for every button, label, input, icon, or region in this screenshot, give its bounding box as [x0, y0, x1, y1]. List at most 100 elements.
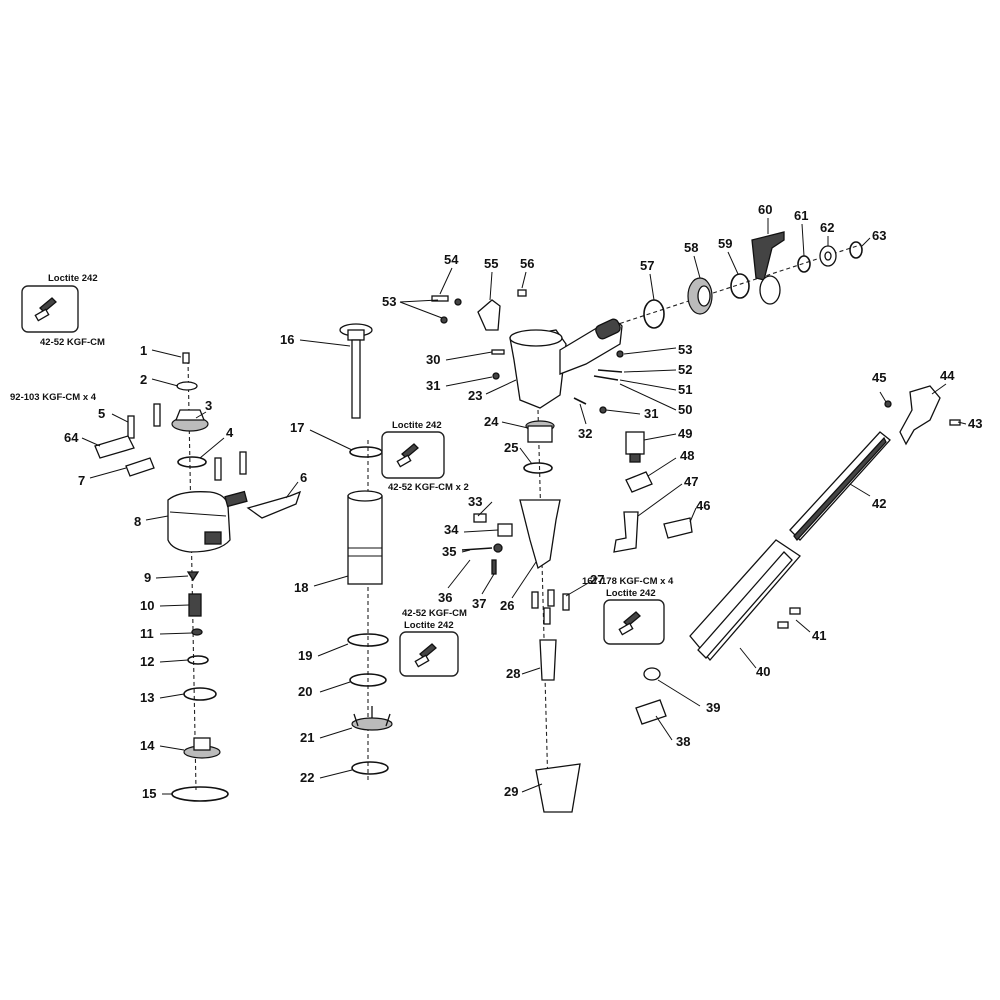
leader-lines — [81, 218, 967, 795]
callout-29: 29 — [504, 784, 518, 799]
callout-3: 3 — [205, 398, 212, 413]
part-59-ring — [730, 273, 750, 299]
callout-30: 30 — [426, 352, 440, 367]
part-21-bumper — [351, 706, 393, 731]
callout-28: 28 — [506, 666, 520, 681]
callout-31a: 31 — [426, 378, 440, 393]
part-29-nose-guard — [535, 763, 581, 813]
callout-18: 18 — [294, 580, 308, 595]
callout-33: 33 — [468, 494, 482, 509]
callout-20: 20 — [298, 684, 312, 699]
loctite-label-right: Loctite 242 — [606, 588, 656, 599]
part-40-magazine — [689, 539, 801, 662]
screw-icon — [396, 454, 412, 468]
callout-62: 62 — [820, 220, 834, 235]
part-33-clip — [473, 513, 487, 523]
callout-37: 37 — [472, 596, 486, 611]
part-54-pin — [431, 295, 449, 302]
callout-19: 19 — [298, 648, 312, 663]
loctite-box-left: Loctite 242 — [21, 273, 98, 333]
callout-42: 42 — [872, 496, 886, 511]
part-25-o-ring — [523, 462, 553, 474]
callout-25: 25 — [504, 440, 518, 455]
part-15-gasket — [171, 786, 229, 802]
callout-60: 60 — [758, 202, 772, 217]
part-30-pin — [491, 349, 505, 355]
part-14-piston-stop — [183, 737, 221, 759]
part-8-cylinder-cap — [167, 491, 231, 553]
callout-45: 45 — [872, 370, 886, 385]
part-22-o-ring — [351, 761, 389, 775]
callout-8: 8 — [134, 514, 141, 529]
part-58-end-cap — [687, 277, 713, 315]
part-1-screw — [182, 352, 190, 364]
part-31-balls — [492, 372, 607, 414]
callout-numbers: 1 2 3 4 5 6 7 8 9 10 11 12 13 14 15 16 1… — [64, 202, 982, 801]
callout-31b: 31 — [644, 406, 658, 421]
torque-note-mid: 42-52 KGF-CM x 2 — [388, 482, 469, 493]
callout-49: 49 — [678, 426, 692, 441]
part-19-o-ring — [347, 633, 389, 647]
callout-14: 14 — [140, 738, 155, 753]
loctite-box-lower: Loctite 242 — [399, 620, 459, 677]
callout-2: 2 — [140, 372, 147, 387]
screw-icon — [34, 308, 50, 322]
part-56-pin — [517, 289, 527, 297]
callout-56: 56 — [520, 256, 534, 271]
part-5-cap-screws — [127, 403, 247, 481]
part-4-o-ring — [177, 456, 207, 468]
callout-44: 44 — [940, 368, 955, 383]
part-44-pusher — [899, 385, 941, 446]
part-12-o-ring — [187, 655, 209, 665]
screw-icon — [414, 654, 430, 668]
callout-9: 9 — [144, 570, 151, 585]
part-39-spring — [643, 667, 661, 681]
part-18-cylinder — [347, 490, 383, 585]
screw-icon — [618, 622, 634, 636]
part-64-latch — [94, 435, 135, 459]
part-11-washer — [191, 628, 203, 636]
callout-26: 26 — [500, 598, 514, 613]
part-38-latch — [635, 699, 667, 725]
torque-note-1: 42-52 KGF-CM — [40, 337, 105, 348]
part-62-washer — [819, 245, 837, 267]
callout-43: 43 — [968, 416, 982, 431]
callout-6: 6 — [300, 470, 307, 485]
callout-36: 36 — [438, 590, 452, 605]
part-57-o-ring — [643, 299, 665, 329]
part-32-pin — [573, 397, 587, 405]
part-60-strap — [751, 231, 785, 305]
loctite-box-mid: Loctite 242 — [381, 420, 445, 479]
part-35-spring — [461, 543, 503, 553]
callout-5: 5 — [98, 406, 105, 421]
loctite-label-left: Loctite 242 — [48, 273, 98, 284]
callout-17: 17 — [290, 420, 304, 435]
callout-16: 16 — [280, 332, 294, 347]
callout-35: 35 — [442, 544, 456, 559]
part-37-pin — [491, 559, 497, 575]
part-9-seal — [186, 571, 200, 582]
torque-note-5: 92-103 KGF-CM x 4 — [10, 392, 97, 403]
part-17-o-ring — [349, 446, 383, 458]
callout-7: 7 — [78, 473, 85, 488]
part-46-pin-block — [663, 517, 693, 539]
callout-38: 38 — [676, 734, 690, 749]
callout-57: 57 — [640, 258, 654, 273]
callout-32: 32 — [578, 426, 592, 441]
callout-46: 46 — [696, 498, 710, 513]
callout-59: 59 — [718, 236, 732, 251]
part-48-clip — [625, 471, 653, 493]
callout-10: 10 — [140, 598, 154, 613]
callout-22: 22 — [300, 770, 314, 785]
part-26-nose — [519, 499, 561, 570]
part-47-trigger — [613, 511, 639, 553]
callout-21: 21 — [300, 730, 314, 745]
callout-55: 55 — [484, 256, 498, 271]
callout-48: 48 — [680, 448, 694, 463]
torque-note-27: 167-178 KGF-CM x 4 — [582, 576, 674, 587]
part-13-o-ring — [183, 687, 217, 701]
callout-53b: 53 — [678, 342, 692, 357]
callout-15: 15 — [142, 786, 156, 801]
part-41-screws — [777, 607, 801, 629]
